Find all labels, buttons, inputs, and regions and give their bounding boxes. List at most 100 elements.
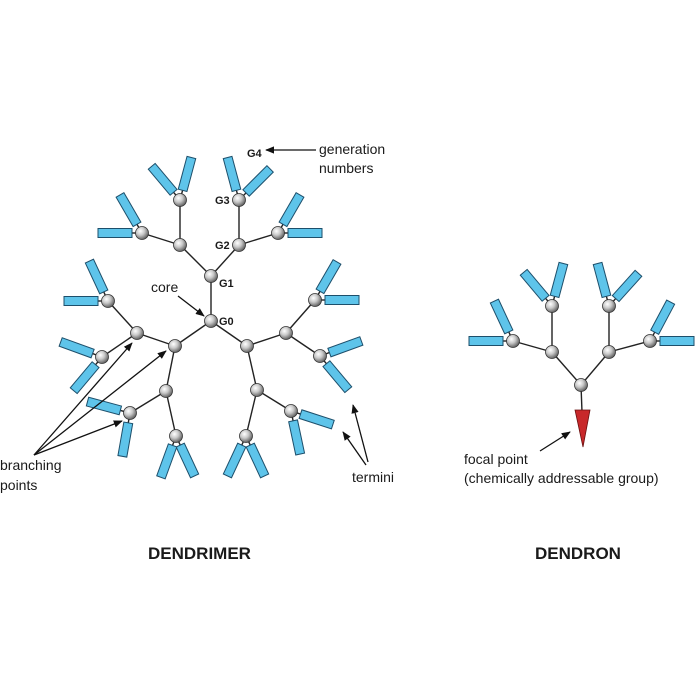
dendrimer-title: DENDRIMER: [148, 544, 251, 563]
branching-arrow-3: [33, 420, 123, 456]
dendron-node: [643, 334, 657, 348]
dendrimer-bond: [179, 244, 212, 277]
focal-point-arrow: [539, 431, 571, 452]
generation-label-g2: G2: [215, 240, 230, 252]
dendrimer-node: [135, 226, 149, 240]
dendron-node: [545, 299, 559, 313]
core-label: core: [151, 279, 178, 295]
dendrimer-terminal-group: [115, 191, 142, 228]
dendrimer-node: [279, 326, 293, 340]
termini-label: termini: [352, 469, 394, 485]
dendrimer-bond: [285, 299, 316, 334]
dendrimer-bond: [129, 390, 167, 414]
dendrimer-terminal-group: [84, 258, 109, 295]
core-arrow: [177, 295, 205, 317]
termini-arrow-1: [351, 404, 369, 463]
dendrimer-node: [239, 429, 253, 443]
dendrimer-node: [250, 383, 264, 397]
dendrimer-terminal-group: [298, 409, 335, 430]
dendrimer-structure: [58, 155, 364, 480]
dendrimer-terminal-group: [117, 421, 134, 458]
dendrimer-terminal-group: [315, 258, 342, 295]
generation-label-g0: G0: [219, 316, 234, 328]
dendrimer-node: [204, 269, 218, 283]
dendrimer-node: [308, 293, 322, 307]
branching-points-label-line1: branching: [0, 457, 62, 473]
dendrimer-terminal-group: [63, 296, 99, 306]
dendron-bond: [580, 351, 610, 386]
dendron-node: [602, 299, 616, 313]
focal-point-marker: [574, 409, 591, 448]
dendrimer-node: [101, 294, 115, 308]
dendrimer-bond: [245, 389, 258, 437]
focal-point-label-line1: focal point: [464, 451, 528, 467]
dendrimer-terminal-group: [69, 361, 100, 395]
dendrimer-terminal-group: [177, 155, 197, 193]
branching-arrow-1: [33, 342, 133, 456]
dendrimer-terminal-group: [156, 443, 178, 480]
dendrimer-node: [204, 314, 218, 328]
dendron-bond: [608, 340, 651, 353]
dendrimer-node: [232, 193, 246, 207]
dendron-node: [506, 334, 520, 348]
dendrimer-bond: [174, 320, 212, 347]
generation-label-g3: G3: [215, 195, 230, 207]
dendrimer-bond: [107, 300, 138, 334]
dendrimer-terminal-group: [147, 162, 178, 196]
dendrimer-node: [130, 326, 144, 340]
dendrimer-terminal-group: [322, 360, 353, 394]
dendron-branching-nodes: [506, 299, 657, 392]
dendrimer-terminal-group: [324, 295, 360, 305]
dendron-node: [574, 378, 588, 392]
dendrimer-node: [159, 384, 173, 398]
dendrimer-terminal-group: [245, 442, 270, 479]
generation-label-g1: G1: [219, 278, 234, 290]
dendron-terminal-group: [592, 261, 612, 299]
dendrimer-node: [123, 406, 137, 420]
dendron-bonds: [503, 296, 660, 413]
dendron-terminal-group: [659, 336, 695, 346]
dendrimer-terminal-group: [175, 442, 200, 479]
dendrimer-node: [232, 238, 246, 252]
dendrimer-node: [173, 193, 187, 207]
dendrimer-node: [284, 404, 298, 418]
dendrimer-bond: [165, 345, 176, 392]
dendron-title: DENDRON: [535, 544, 621, 563]
dendron-terminal-group: [549, 261, 569, 299]
dendron-terminal-group: [611, 269, 643, 303]
dendrimer-terminal-group: [222, 442, 247, 479]
dendrimer-node: [240, 339, 254, 353]
dendrimer-node: [271, 226, 285, 240]
dendrimer-node: [313, 349, 327, 363]
dendrimer-bond: [210, 320, 248, 347]
dendrimer-terminal-group: [327, 336, 364, 358]
dendrimer-terminal-group: [85, 396, 123, 416]
dendrimer-node: [168, 339, 182, 353]
dendrimer-bond: [165, 390, 177, 437]
generation-label-g4: G4: [247, 148, 263, 160]
dendron-structure: [468, 261, 695, 448]
termini-arrow-2: [342, 431, 367, 466]
dendrimer-terminal-group: [288, 419, 306, 456]
branching-arrow-2: [33, 350, 167, 456]
dendrimer-terminal-group: [58, 337, 95, 359]
dendron-node: [602, 345, 616, 359]
dendrimer-terminal-group: [287, 228, 323, 238]
dendrimer-terminal-group: [222, 155, 242, 193]
dendron-bond: [551, 351, 582, 386]
dendrimer-bond: [210, 244, 240, 277]
dendron-terminal-group: [468, 336, 504, 346]
dendron-terminal-group: [519, 268, 550, 302]
dendrimer-terminal-group: [97, 228, 133, 238]
dendron-terminal-group: [650, 299, 676, 335]
dendron-node: [545, 345, 559, 359]
dendrimer-termini: [58, 155, 364, 480]
dendrimer-node: [169, 429, 183, 443]
dendrimer-branching-nodes: [95, 193, 327, 443]
dendron-termini: [468, 261, 695, 346]
generation-numbers-label-line1: generation: [319, 141, 385, 157]
dendrimer-terminal-group: [242, 164, 275, 197]
dendrimer-terminal-group: [278, 191, 305, 228]
dendrimer-node: [95, 350, 109, 364]
